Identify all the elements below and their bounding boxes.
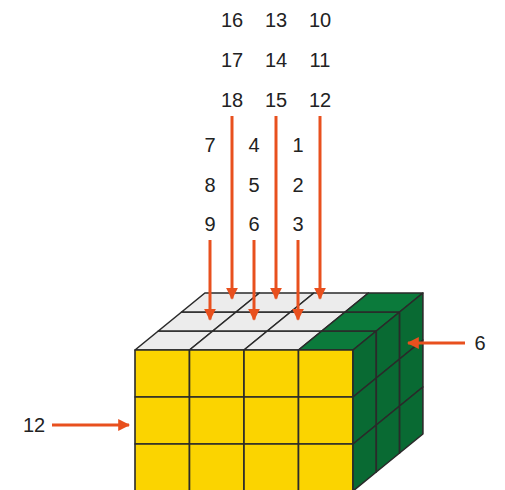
- green-side-cell: [376, 406, 399, 472]
- callout-number: 15: [265, 90, 287, 110]
- yellow-front-cell: [135, 350, 190, 397]
- yellow-front-cell: [244, 444, 299, 490]
- callout-number: 17: [221, 50, 243, 70]
- callout-number: 12: [23, 415, 45, 435]
- pointer-arrow: [319, 116, 322, 299]
- callout-number: 7: [204, 135, 215, 155]
- pointer-arrow: [209, 240, 212, 320]
- callout-number: 9: [204, 214, 215, 234]
- green-side-cell: [400, 387, 423, 453]
- pointer-arrow: [52, 424, 129, 427]
- pointer-arrow: [297, 240, 300, 320]
- callout-number: 18: [221, 90, 243, 110]
- callout-number: 6: [248, 214, 259, 234]
- yellow-front-cell: [299, 397, 354, 444]
- callout-number: 16: [221, 10, 243, 30]
- green-side-cell: [353, 425, 376, 490]
- yellow-front-cell: [190, 444, 245, 490]
- callout-number: 12: [309, 90, 331, 110]
- callout-number: 5: [248, 175, 259, 195]
- pointer-arrow: [253, 240, 256, 320]
- callout-number: 1: [292, 135, 303, 155]
- yellow-front-cell: [299, 350, 354, 397]
- yellow-front-cell: [135, 397, 190, 444]
- callout-number: 2: [292, 175, 303, 195]
- callout-number: 11: [310, 50, 331, 70]
- pointer-arrow: [231, 116, 234, 299]
- yellow-front-cell: [190, 350, 245, 397]
- pointer-arrow: [275, 116, 278, 299]
- pointer-arrow: [408, 342, 465, 345]
- callout-number: 3: [292, 214, 303, 234]
- yellow-front-cell: [190, 397, 245, 444]
- callout-number: 6: [474, 333, 485, 353]
- callout-number: 13: [265, 10, 287, 30]
- callout-number: 8: [204, 175, 215, 195]
- cube: [135, 293, 423, 490]
- callout-number: 4: [248, 135, 259, 155]
- yellow-front-cell: [299, 444, 354, 490]
- yellow-front-cell: [244, 350, 299, 397]
- callout-number: 10: [309, 10, 331, 30]
- yellow-front-cell: [244, 397, 299, 444]
- callout-number: 14: [265, 50, 287, 70]
- yellow-front-cell: [135, 444, 190, 490]
